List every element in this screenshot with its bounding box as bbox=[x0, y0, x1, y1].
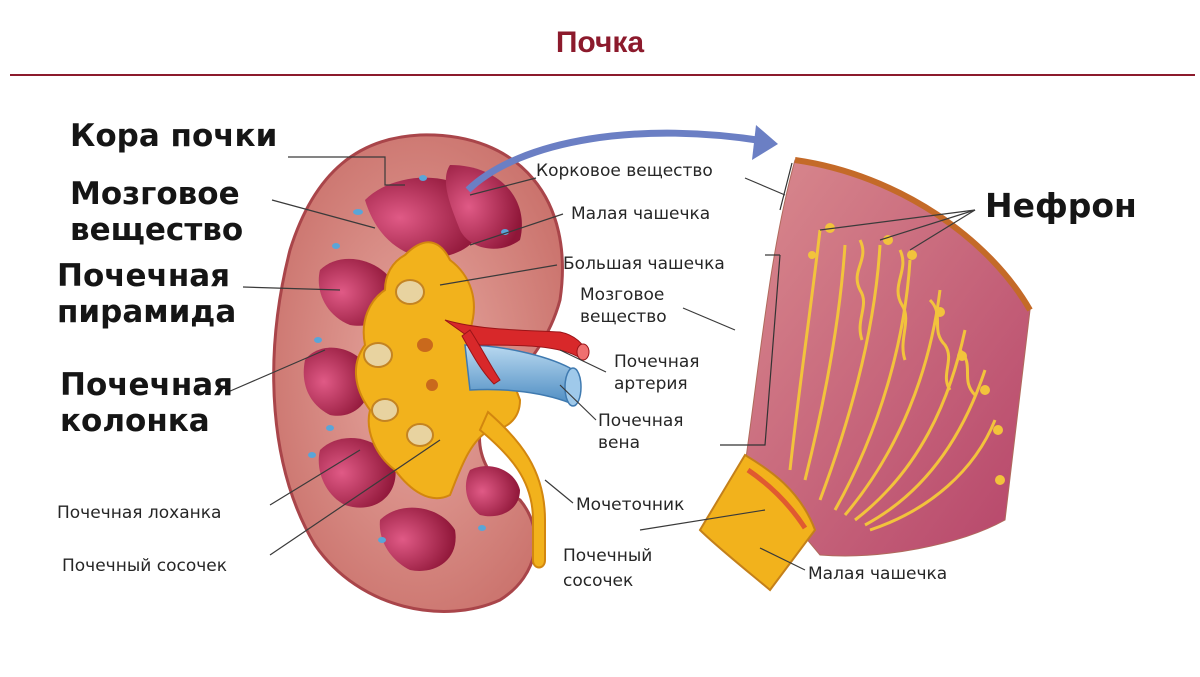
label-pelvis: Почечная лоханка bbox=[57, 503, 222, 523]
nephron-tubules bbox=[788, 229, 997, 532]
renal-pelvis bbox=[354, 241, 522, 500]
page-title: Почка bbox=[555, 26, 645, 59]
leader-lines bbox=[227, 156, 976, 571]
label-ureter: Мочеточник bbox=[576, 495, 685, 515]
cortex-vessels bbox=[308, 175, 509, 543]
ureter bbox=[478, 410, 546, 569]
label-artery-line2: артерия bbox=[614, 374, 688, 394]
label-medulla-small-line1: Мозговое bbox=[580, 285, 665, 305]
label-cortex: Кора почки bbox=[70, 118, 278, 154]
zoom-arrow bbox=[465, 125, 778, 193]
label-pyramid-line2: пирамида bbox=[57, 294, 237, 330]
nephron-section bbox=[698, 157, 1033, 592]
label-papilla-mid-line1: Почечный bbox=[563, 546, 653, 566]
label-minor-calyx: Малая чашечка bbox=[571, 204, 711, 224]
label-vein-line1: Почечная bbox=[598, 411, 684, 431]
label-vein-line2: вена bbox=[598, 433, 641, 453]
minor-calyx-cup bbox=[698, 453, 817, 592]
renal-pyramids bbox=[303, 165, 522, 571]
label-artery-line1: Почечная bbox=[614, 352, 700, 372]
label-papilla-mid-line2: сосочек bbox=[563, 571, 634, 591]
renal-artery bbox=[444, 319, 590, 385]
label-cortical-substance: Корковое вещество bbox=[536, 161, 713, 181]
label-major-calyx: Большая чашечка bbox=[563, 254, 725, 274]
label-column-line1: Почечная bbox=[60, 367, 234, 403]
label-medulla-line1: Мозговое bbox=[70, 176, 240, 212]
label-pyramid-line1: Почечная bbox=[57, 258, 231, 294]
section-brackets bbox=[720, 162, 793, 446]
label-minor-calyx-right: Малая чашечка bbox=[808, 564, 948, 584]
label-column-line2: колонка bbox=[60, 403, 210, 439]
title-divider bbox=[10, 74, 1195, 76]
label-papilla-left: Почечный сосочек bbox=[62, 556, 227, 576]
label-nephron: Нефрон bbox=[985, 186, 1137, 225]
label-medulla-small-line2: вещество bbox=[580, 307, 667, 327]
glomeruli bbox=[808, 223, 1005, 485]
label-medulla-line2: вещество bbox=[70, 212, 244, 248]
